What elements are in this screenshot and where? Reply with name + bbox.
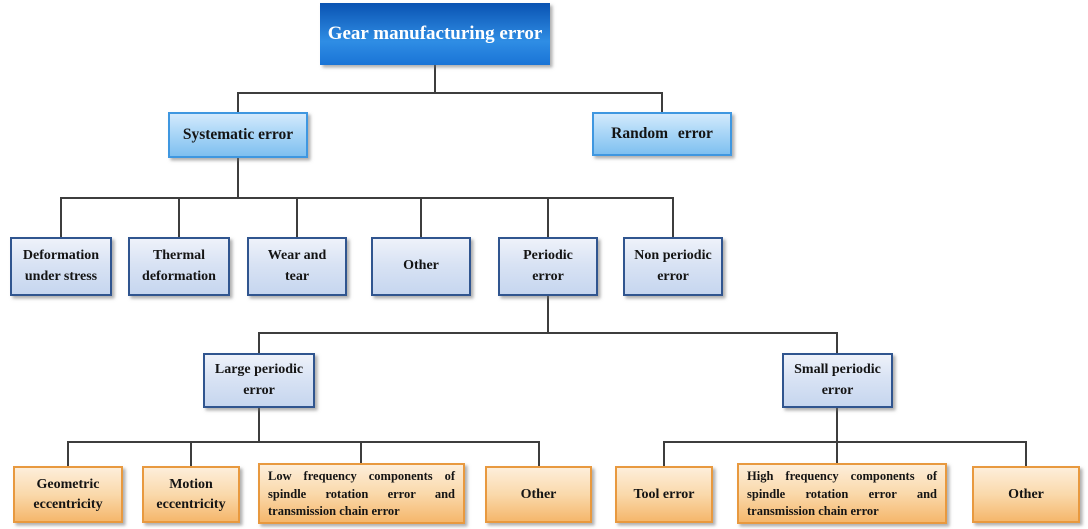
node-label: Wear and tear bbox=[267, 248, 327, 284]
connector-line bbox=[237, 92, 663, 94]
connector-line bbox=[420, 197, 422, 238]
connector-line bbox=[1025, 441, 1027, 468]
node-label: Other bbox=[1008, 486, 1044, 502]
connector-line bbox=[434, 63, 436, 93]
node-label: Small periodic error bbox=[794, 362, 881, 398]
node-label: Non periodic error bbox=[634, 248, 712, 284]
node-label: Other bbox=[403, 258, 439, 274]
connector-line bbox=[663, 441, 1026, 443]
connector-line bbox=[60, 197, 674, 199]
node-label: Motion eccentricity bbox=[156, 476, 226, 512]
node-label: Systematic error bbox=[182, 126, 294, 144]
node-geometric-eccentricity: Geometric eccentricity bbox=[13, 466, 123, 523]
node-label: Large periodic error bbox=[214, 362, 304, 398]
connector-line bbox=[836, 408, 838, 442]
node-label: Random error bbox=[611, 125, 713, 143]
connector-line bbox=[547, 296, 549, 333]
connector-line bbox=[360, 441, 362, 468]
node-label: Periodic error bbox=[523, 248, 573, 284]
node-deformation-under-stress: Deformation under stress bbox=[10, 237, 112, 296]
connector-line bbox=[296, 197, 298, 238]
node-label: Geometric eccentricity bbox=[33, 476, 103, 512]
node-high-frequency-components: High frequency components of spindle rot… bbox=[737, 463, 947, 524]
connector-line bbox=[258, 408, 260, 442]
node-label: Thermal deformation bbox=[142, 248, 216, 284]
connector-line bbox=[538, 441, 540, 468]
connector-line bbox=[258, 332, 260, 354]
node-small-periodic-error: Small periodic error bbox=[782, 353, 893, 408]
node-wear-and-tear: Wear and tear bbox=[247, 237, 347, 296]
node-label: Low frequency components of spindle rota… bbox=[268, 469, 455, 518]
connector-line bbox=[672, 197, 674, 238]
node-motion-eccentricity: Motion eccentricity bbox=[142, 466, 240, 523]
connector-line bbox=[67, 441, 539, 443]
connector-line bbox=[836, 441, 838, 468]
node-non-periodic-error: Non periodic error bbox=[623, 237, 723, 296]
node-thermal-deformation: Thermal deformation bbox=[128, 237, 230, 296]
connector-line bbox=[237, 92, 239, 113]
node-other-systematic: Other bbox=[371, 237, 471, 296]
node-tool-error: Tool error bbox=[615, 466, 713, 523]
node-large-periodic-error: Large periodic error bbox=[203, 353, 315, 408]
connector-line bbox=[60, 197, 62, 238]
node-gear-manufacturing-error: Gear manufacturing error bbox=[320, 3, 550, 65]
node-label: Gear manufacturing error bbox=[327, 23, 543, 45]
connector-line bbox=[258, 332, 838, 334]
node-other-large-periodic: Other bbox=[485, 466, 592, 523]
node-label: High frequency components of spindle rot… bbox=[747, 469, 937, 518]
node-other-small-periodic: Other bbox=[972, 466, 1080, 523]
connector-line bbox=[547, 197, 549, 238]
connector-line bbox=[67, 441, 69, 468]
connector-line bbox=[237, 158, 239, 198]
connector-line bbox=[836, 332, 838, 354]
node-label: Other bbox=[520, 486, 557, 502]
connector-line bbox=[178, 197, 180, 238]
connector-line bbox=[190, 441, 192, 468]
node-periodic-error: Periodic error bbox=[498, 237, 598, 296]
node-systematic-error: Systematic error bbox=[168, 112, 308, 158]
node-low-frequency-components: Low frequency components of spindle rota… bbox=[258, 463, 465, 524]
node-label: Deformation under stress bbox=[22, 248, 100, 284]
node-random-error: Random error bbox=[592, 112, 732, 156]
node-label: Tool error bbox=[633, 486, 695, 502]
connector-line bbox=[661, 92, 663, 113]
connector-line bbox=[663, 441, 665, 468]
